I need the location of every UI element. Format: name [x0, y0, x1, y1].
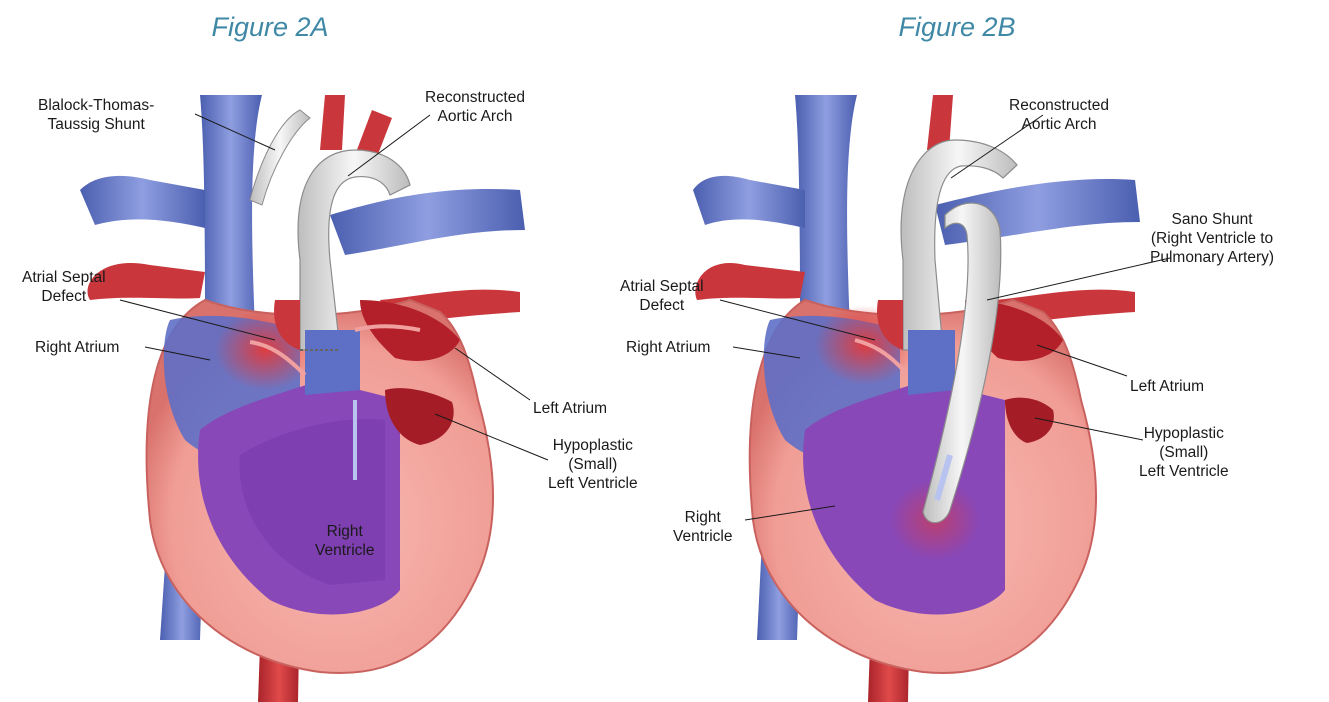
- pulmonary-vein: [695, 263, 805, 300]
- figure-2a: Figure 2A: [0, 0, 664, 702]
- label-bt-shunt: Blalock-Thomas- Taussig Shunt: [38, 96, 154, 134]
- label-asd: Atrial Septal Defect: [620, 277, 704, 315]
- pulmonary-artery: [80, 176, 205, 228]
- label-right-ventricle: Right Ventricle: [673, 508, 732, 546]
- figure-2b: Figure 2B: [665, 0, 1329, 702]
- pulmonary-root: [305, 330, 360, 395]
- head-vessel: [320, 95, 345, 150]
- label-aortic-arch: Reconstructed Aortic Arch: [1009, 96, 1109, 134]
- label-hypoplastic-lv: Hypoplastic (Small) Left Ventricle: [548, 436, 638, 493]
- label-sano-shunt: Sano Shunt (Right Ventricle to Pulmonary…: [1150, 210, 1274, 267]
- label-left-atrium: Left Atrium: [533, 399, 607, 418]
- label-right-atrium: Right Atrium: [35, 338, 119, 357]
- label-right-ventricle: Right Ventricle: [315, 522, 374, 560]
- pulmonary-root: [908, 330, 955, 395]
- label-right-atrium: Right Atrium: [626, 338, 710, 357]
- label-hypoplastic-lv: Hypoplastic (Small) Left Ventricle: [1139, 424, 1229, 481]
- heart-illustration: [665, 0, 1329, 702]
- label-asd: Atrial Septal Defect: [22, 268, 106, 306]
- pulmonary-artery: [693, 176, 805, 228]
- label-left-atrium: Left Atrium: [1130, 377, 1204, 396]
- label-aortic-arch: Reconstructed Aortic Arch: [425, 88, 525, 126]
- pulmonary-artery: [330, 189, 525, 255]
- bt-shunt: [250, 110, 310, 205]
